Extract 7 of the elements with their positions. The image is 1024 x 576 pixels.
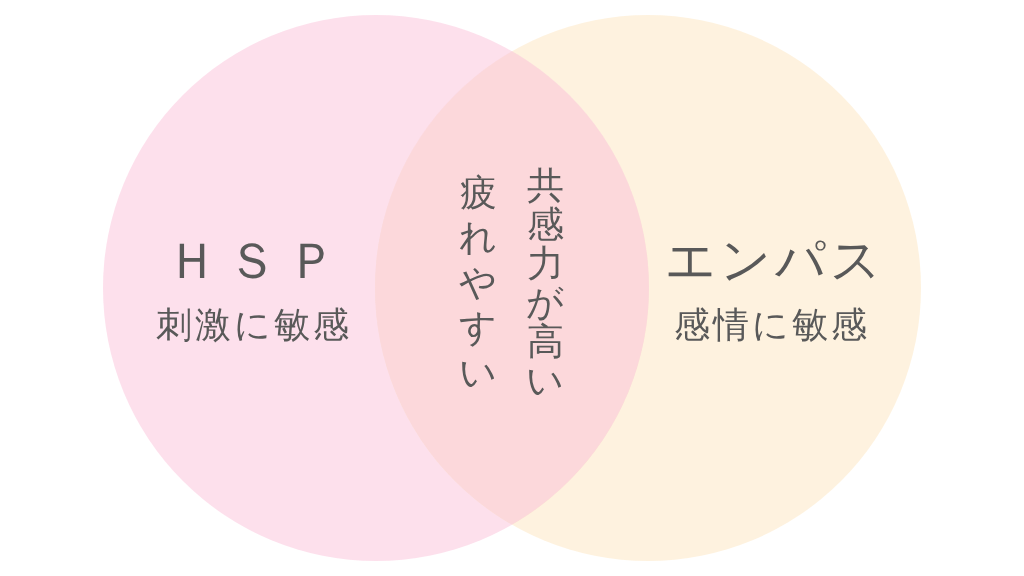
circle-subtitle: 感情に敏感	[673, 307, 870, 343]
overlap-region	[375, 51, 649, 525]
overlap-label: 疲れやすい	[458, 169, 498, 395]
overlap-label: 共感力が高い	[525, 166, 565, 400]
circle-title: エンパス	[665, 235, 885, 285]
circle-subtitle: 刺激に敏感	[155, 307, 352, 343]
circle-title: ＨＳＰ	[167, 236, 347, 286]
